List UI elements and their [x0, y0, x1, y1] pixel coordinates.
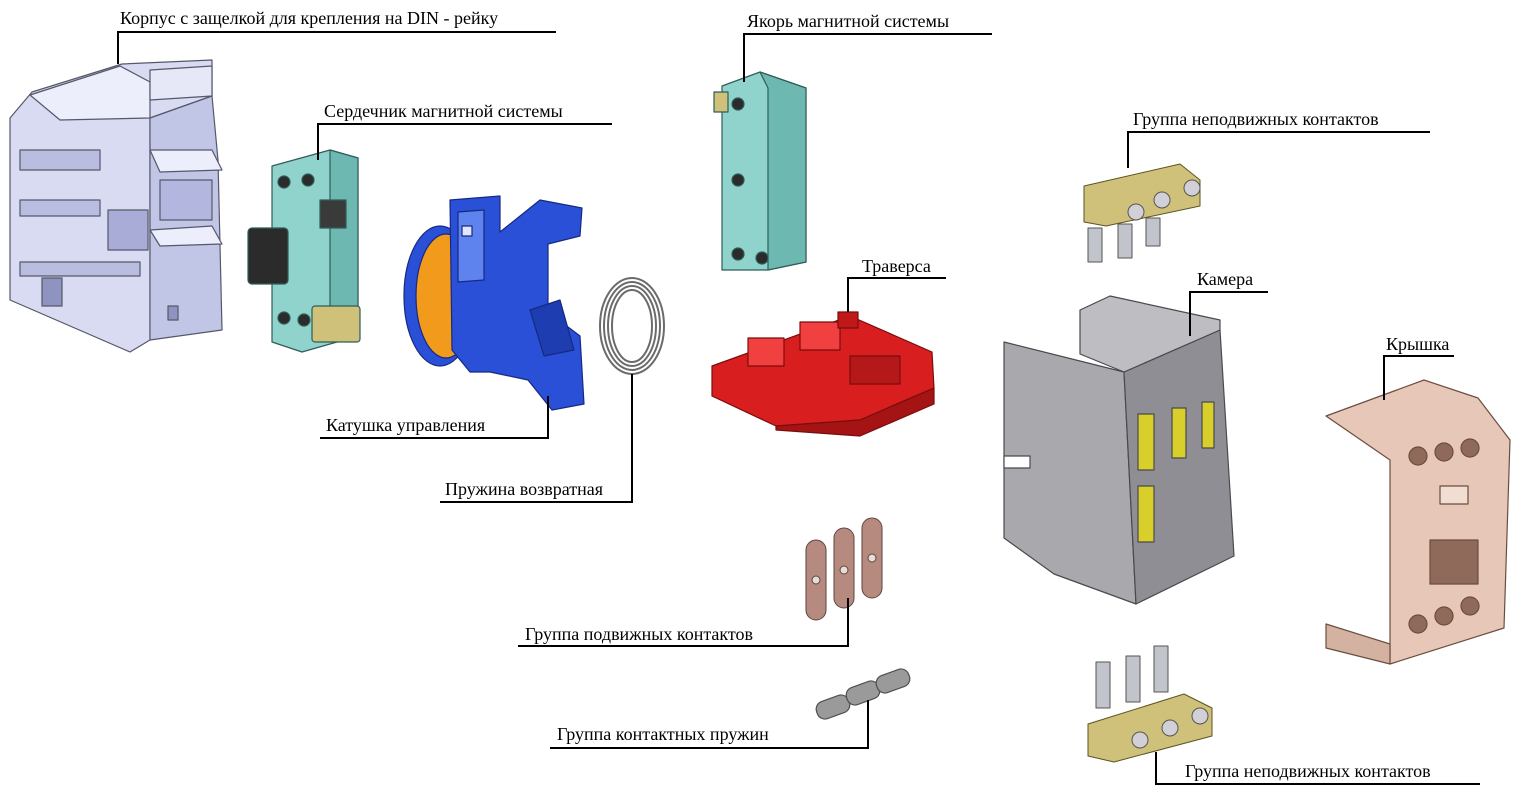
label-traverse: Траверса	[862, 256, 931, 276]
leader-moving-contacts	[518, 598, 849, 647]
leader-housing	[117, 31, 556, 64]
leader-chamber	[1189, 291, 1268, 336]
housing-part	[9, 59, 223, 353]
leader-armature	[743, 33, 992, 82]
label-contact-springs: Группа контактных пружин	[557, 724, 769, 744]
label-return-spring: Пружина возвратная	[445, 479, 603, 499]
contact-springs-part	[815, 668, 911, 720]
label-cover: Крышка	[1386, 334, 1450, 354]
leader-core	[317, 123, 612, 160]
leader-lines	[117, 31, 1480, 785]
traverse-part	[711, 311, 935, 437]
label-chamber: Камера	[1197, 269, 1254, 289]
label-core: Сердечник магнитной системы	[324, 101, 563, 121]
arc-chamber-part	[1003, 295, 1235, 605]
control-coil-part	[403, 195, 585, 411]
label-housing: Корпус с защелкой для крепления на DIN -…	[120, 8, 499, 28]
label-fixed-contacts-bottom: Группа неподвижных контактов	[1185, 761, 1431, 781]
leader-traverse	[847, 277, 946, 312]
leader-fixed-contacts-bottom	[1155, 752, 1480, 785]
cover-part	[1325, 379, 1511, 665]
label-armature: Якорь магнитной системы	[747, 11, 950, 31]
fixed-contacts-bottom-part	[1087, 645, 1213, 763]
leader-coil	[320, 396, 549, 439]
moving-contacts-part	[805, 517, 883, 621]
leader-cover	[1383, 355, 1454, 400]
label-moving-contacts: Группа подвижных контактов	[525, 624, 754, 644]
leader-contact-springs	[550, 700, 869, 749]
return-spring-part	[599, 277, 665, 375]
leader-return-spring	[440, 374, 633, 503]
label-coil: Катушка управления	[326, 415, 486, 435]
fixed-contacts-top-part	[1083, 163, 1201, 263]
magnetic-core-part	[247, 149, 361, 353]
armature-part	[713, 71, 807, 271]
leader-fixed-contacts-top	[1127, 131, 1430, 168]
label-fixed-contacts-top: Группа неподвижных контактов	[1133, 109, 1379, 129]
